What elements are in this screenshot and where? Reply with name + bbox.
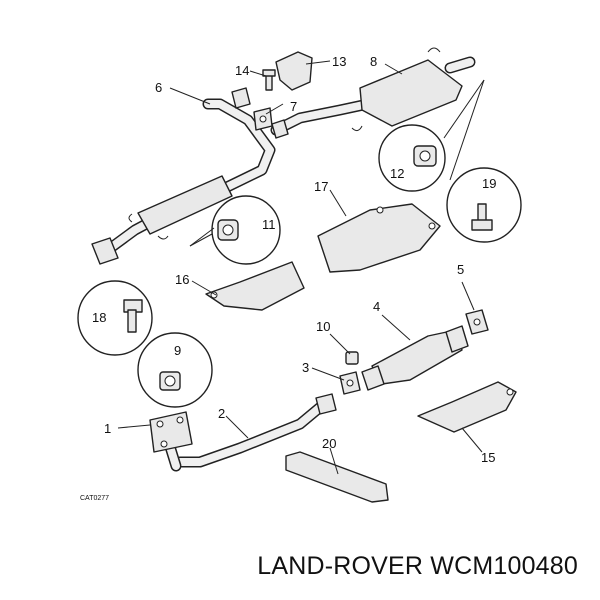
manifold-flange-1 [149, 411, 193, 453]
downpipe-2 [162, 393, 337, 472]
callout-7: 7 [290, 99, 297, 114]
bolt-14 [262, 69, 276, 91]
callout-3: 3 [302, 360, 309, 375]
heat-shield-17 [317, 203, 441, 273]
bracket-13 [275, 51, 313, 91]
callout-9: 9 [174, 343, 181, 358]
catalog-code: CAT0277 [80, 495, 109, 502]
callout-1: 1 [104, 421, 111, 436]
callout-13: 13 [332, 54, 346, 69]
leader-lines [117, 60, 485, 475]
gasket-7 [253, 107, 273, 131]
callout-14: 14 [235, 63, 249, 78]
callout-2: 2 [218, 406, 225, 421]
callout-18: 18 [92, 310, 106, 325]
detail-circle-12 [378, 124, 446, 192]
detail-circle-19 [446, 167, 522, 243]
callout-11: 11 [262, 217, 276, 232]
front-pipe-6 [91, 87, 276, 265]
callout-20: 20 [322, 436, 336, 451]
callout-17: 17 [314, 179, 328, 194]
hangers [128, 47, 441, 240]
detail-circle-9 [137, 332, 213, 408]
part-caption: LAND-ROVER WCM100480 [257, 552, 578, 580]
callout-4: 4 [373, 299, 380, 314]
callout-8: 8 [370, 54, 377, 69]
support-bar-20 [285, 451, 389, 503]
gasket-5 [465, 309, 489, 335]
callout-10: 10 [316, 319, 330, 334]
callout-19: 19 [482, 176, 496, 191]
callout-6: 6 [155, 80, 162, 95]
gasket-3 [339, 371, 361, 395]
callout-numbers: 6 14 13 8 7 12 19 17 11 16 5 18 4 10 9 3… [92, 54, 496, 465]
callout-5: 5 [457, 262, 464, 277]
nut-10 [345, 351, 359, 365]
callout-12: 12 [390, 166, 404, 181]
callout-15: 15 [481, 450, 495, 465]
detail-circle-11 [211, 195, 281, 265]
heat-shield-15 [417, 381, 517, 433]
rear-muffler-8 [270, 56, 476, 139]
heat-shield-16 [205, 261, 305, 311]
detail-circle-18 [77, 280, 153, 356]
catalytic-converter-4 [361, 325, 469, 391]
callout-16: 16 [175, 272, 189, 287]
